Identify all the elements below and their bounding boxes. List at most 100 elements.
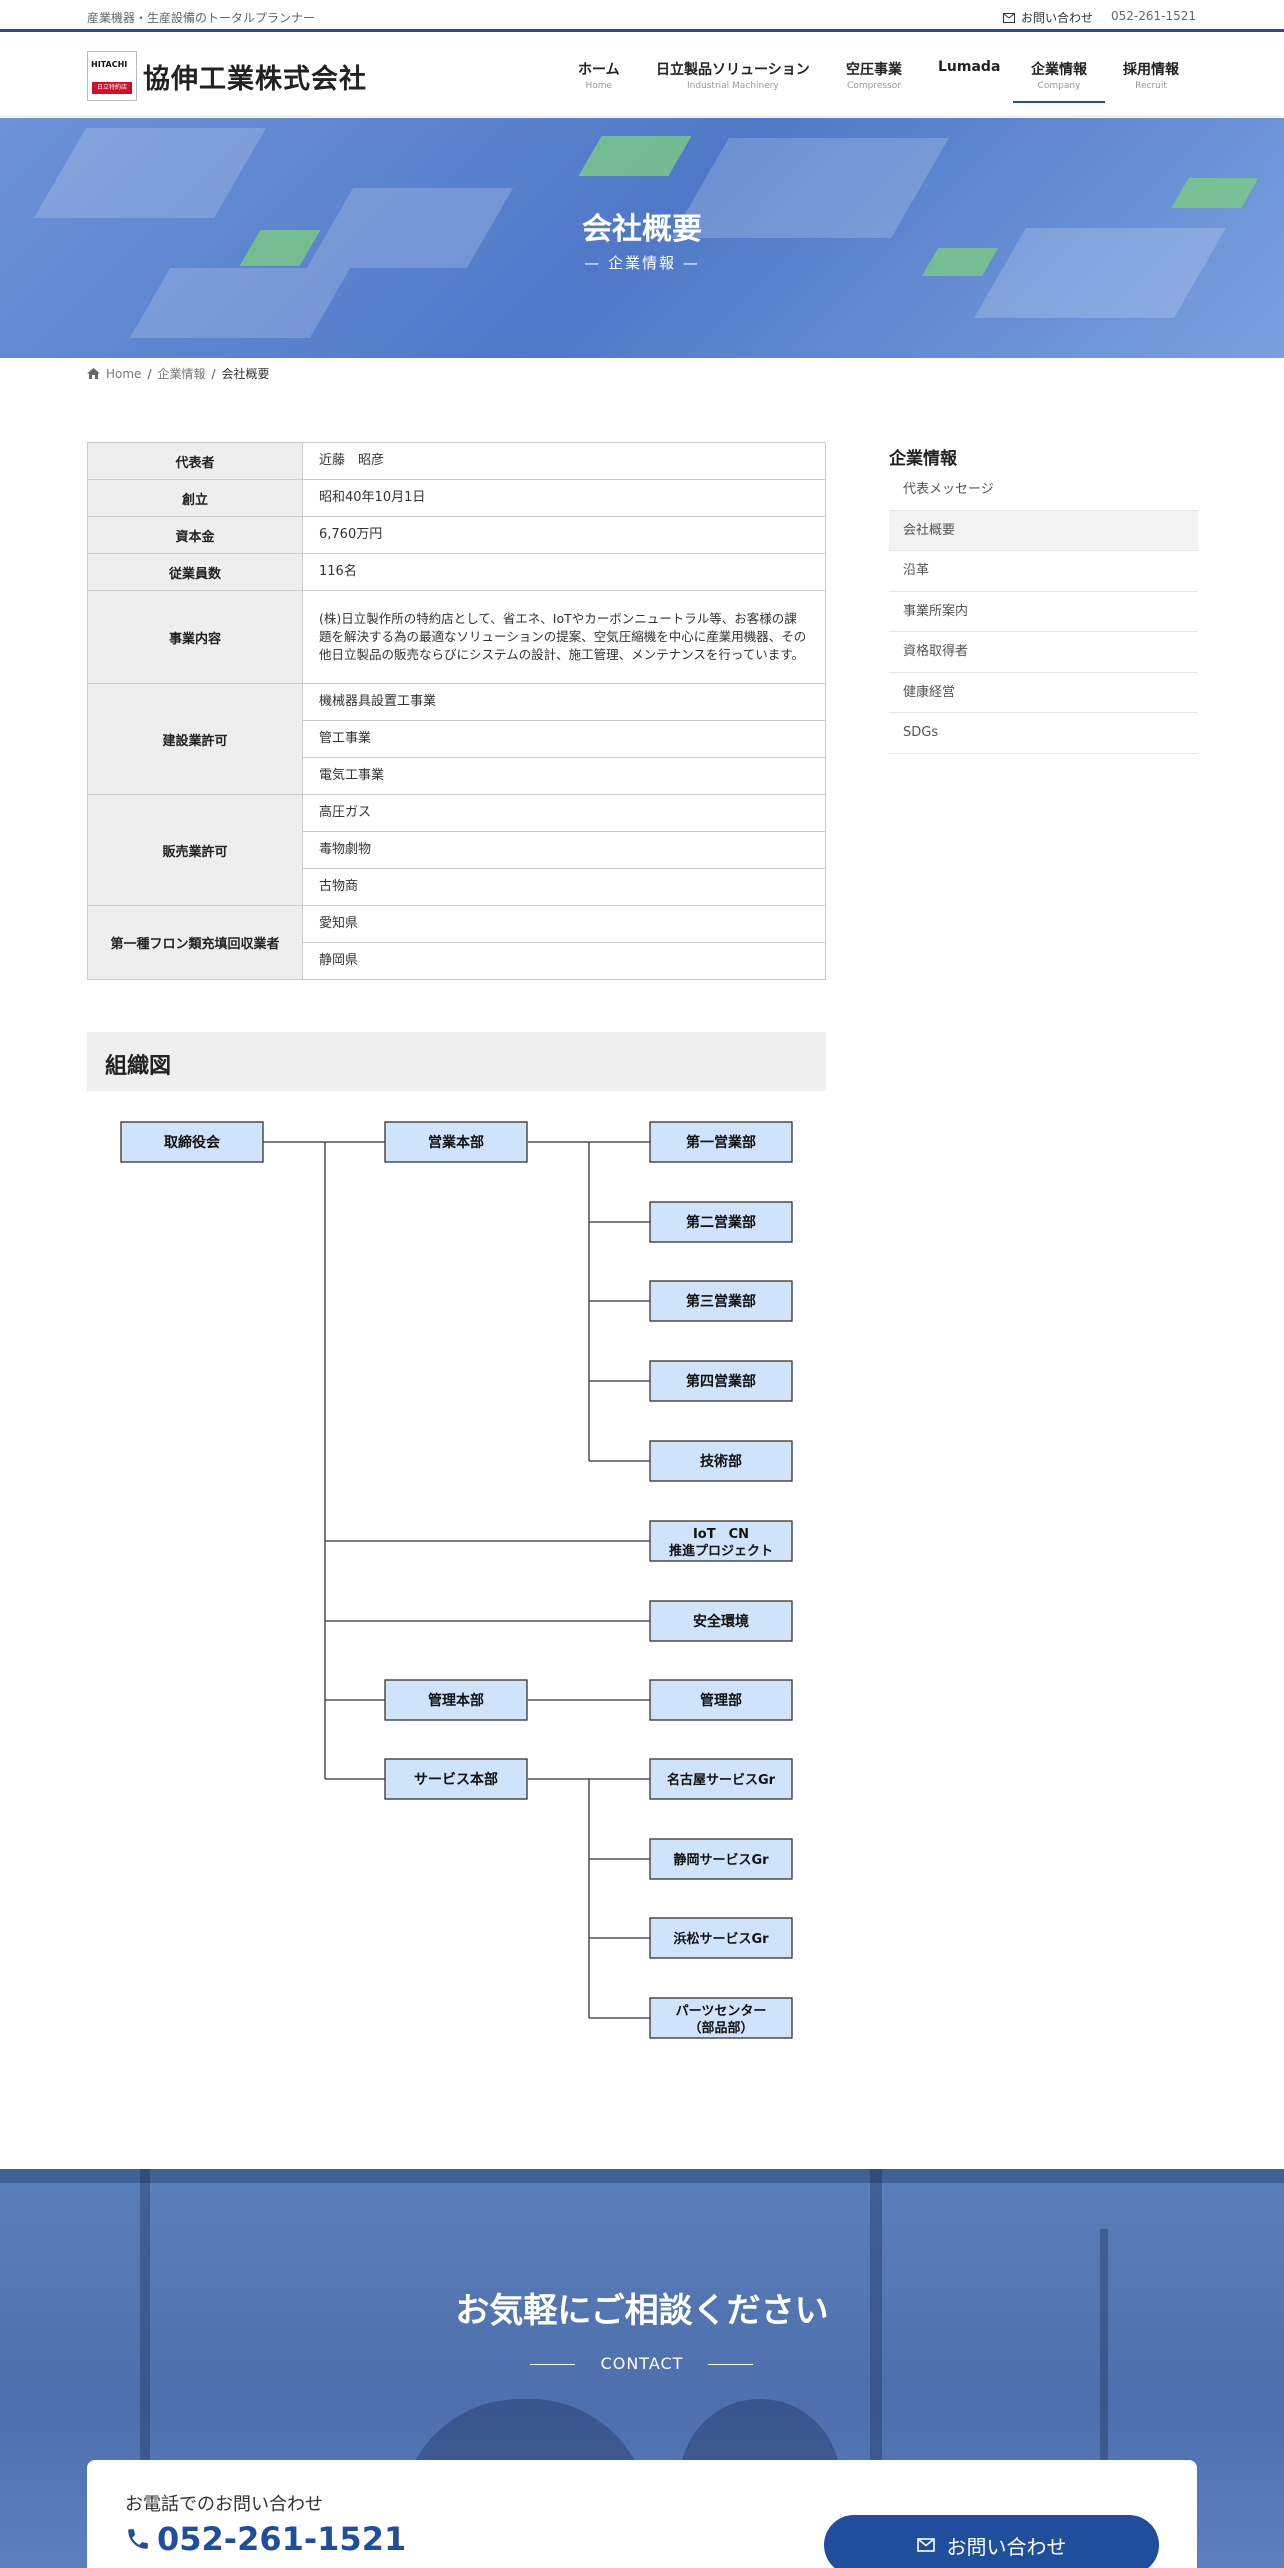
org-label-admin-dept: 管理部 <box>700 1692 742 1709</box>
org-label-iot-2: 推進プロジェクト <box>669 1543 773 1559</box>
org-box-parts <box>649 1997 793 2039</box>
nav-company-label: 企業情報 <box>1031 62 1087 78</box>
org-box-dept <box>649 1121 793 1163</box>
row-value: 6,760万円 <box>302 516 826 554</box>
nav-compressor-sub: Compressor <box>847 81 901 91</box>
org-label-service-hq: サービス本部 <box>414 1771 498 1788</box>
row-label: 第一種フロン類充填回収業者 <box>87 905 303 980</box>
breadcrumb-separator: / <box>147 366 152 381</box>
row-value: (株)日立製作所の特約店として、省エネ、IoTやカーボンニュートラル等、お客様の… <box>302 590 826 684</box>
org-connectors <box>263 1141 650 2019</box>
nav-home[interactable]: ホーム Home <box>578 59 620 91</box>
company-name: 協伸工業株式会社 <box>143 63 367 95</box>
org-box-service-hq <box>384 1758 528 1800</box>
org-label-service-dept: 名古屋サービスGr <box>667 1772 776 1788</box>
org-box-admin-dept <box>649 1679 793 1721</box>
row-label: 従業員数 <box>87 553 303 591</box>
contact-button[interactable]: お問い合わせ <box>824 2515 1159 2568</box>
nav-home-sub: Home <box>585 81 613 91</box>
org-box-sales-hq <box>384 1121 528 1163</box>
org-label-dept: 第一営業部 <box>686 1134 756 1151</box>
logo-badge: 日立特約店 <box>92 82 132 94</box>
row-value: 管工事業 <box>302 720 826 758</box>
top-contact-label: お問い合わせ <box>1021 11 1094 25</box>
sidebar-item-overview[interactable]: 会社概要 <box>889 510 1198 551</box>
row-value: 毒物劇物 <box>302 831 826 869</box>
org-chart-heading-bar: 組織図 <box>87 1032 826 1091</box>
contact-card: お電話でのお問い合わせ 052-261-1521 お問い合わせ <box>87 2460 1197 2568</box>
breadcrumb: Home / 企業情報 / 会社概要 <box>87 365 270 382</box>
table-row: 事業内容 (株)日立製作所の特約店として、省エネ、IoTやカーボンニュートラル等… <box>87 590 826 684</box>
org-label-service-dept: 静岡サービスGr <box>673 1852 769 1868</box>
sidebar-item-qualifications[interactable]: 資格取得者 <box>889 632 1198 673</box>
nav-compressor[interactable]: 空圧事業 Compressor <box>846 59 902 91</box>
sidebar-heading: 企業情報 <box>889 449 957 469</box>
org-box-safety <box>649 1600 793 1642</box>
row-value: 静岡県 <box>302 942 826 980</box>
org-label-sales-hq: 営業本部 <box>428 1134 484 1151</box>
page-subtitle-text: 企業情報 <box>607 254 676 272</box>
nav-lumada-label: Lumada <box>938 59 1001 75</box>
row-value: 近藤 昭彦 <box>302 442 826 480</box>
row-label: 販売業許可 <box>87 794 303 906</box>
row-value: 高圧ガス <box>302 794 826 832</box>
row-label: 事業内容 <box>87 590 303 684</box>
table-row: 販売業許可 高圧ガス <box>87 794 826 906</box>
table-row: 創立 昭和40年10月1日 <box>87 479 826 517</box>
mail-icon <box>1003 12 1015 23</box>
org-box-dept <box>649 1440 793 1482</box>
nav-recruit[interactable]: 採用情報 Recruit <box>1123 59 1179 91</box>
contact-title: お気軽にご相談ください <box>455 2291 829 2331</box>
row-value: 116名 <box>302 553 826 591</box>
phone-icon <box>128 2529 148 2549</box>
table-row: 資本金 6,760万円 <box>87 516 826 554</box>
nav-hitachi-label: 日立製品ソリューション <box>656 62 810 78</box>
breadcrumb-parent[interactable]: 企業情報 <box>157 367 206 381</box>
nav-hitachi-sub: Industrial Machinery <box>686 81 779 91</box>
sidebar-item-offices[interactable]: 事業所案内 <box>889 592 1198 632</box>
top-bar: 産業機器・生産設備のトータルプランナー お問い合わせ 052-261-1521 <box>0 0 1284 32</box>
sidebar-item-history[interactable]: 沿革 <box>889 551 1198 592</box>
hero-green-roof <box>578 136 692 176</box>
nav-lumada[interactable]: Lumada <box>938 59 1000 75</box>
contact-phone: 052-261-1521 <box>157 2520 407 2558</box>
company-overview-table: 代表者 近藤 昭彦 創立 昭和40年10月1日 資本金 6,760万円 従業員数… <box>87 442 826 980</box>
top-contact-link[interactable]: お問い合わせ <box>1003 9 1093 26</box>
page-subtitle: — 企業情報 — <box>584 254 700 272</box>
org-chart: 取締役会 営業本部 第一営業部 第二営業部 第三営業部 第四営業部 技術部 Io… <box>120 1121 793 2039</box>
nav-company-sub: Company <box>1037 81 1081 91</box>
org-label-dept: 第二営業部 <box>686 1214 756 1231</box>
sidebar-item-health[interactable]: 健康経営 <box>889 673 1198 713</box>
site-logo[interactable]: HITACHI 日立特約店 協伸工業株式会社 <box>87 51 367 101</box>
contact-button-label: お問い合わせ <box>946 2534 1067 2559</box>
site-header: HITACHI 日立特約店 協伸工業株式会社 ホーム Home 日立製品ソリュー… <box>0 35 1284 117</box>
org-box-admin-hq <box>384 1679 528 1721</box>
table-row: 管工事業 <box>88 720 826 758</box>
row-value: 機械器具設置工事業 <box>302 683 826 721</box>
contact-phone-link[interactable]: 052-261-1521 <box>125 2520 406 2558</box>
org-label-parts-2: （部品部） <box>688 2020 753 2036</box>
org-box-service-dept <box>649 1838 793 1880</box>
nav-company[interactable]: 企業情報 Company <box>1013 59 1105 103</box>
factory-column <box>1100 2229 1108 2568</box>
phone-label: お電話でのお問い合わせ <box>125 2494 323 2515</box>
org-labels: 取締役会 営業本部 第一営業部 第二営業部 第三営業部 第四営業部 技術部 Io… <box>164 1134 776 2036</box>
org-box-iot <box>649 1520 793 1562</box>
sidebar-item-sdgs[interactable]: SDGs <box>889 713 1198 754</box>
org-label-safety: 安全環境 <box>693 1613 749 1630</box>
top-phone[interactable]: 052-261-1521 <box>1111 9 1197 23</box>
nav-hitachi-solutions[interactable]: 日立製品ソリューション Industrial Machinery <box>656 59 810 91</box>
table-row: 建設業許可 機械器具設置工事業 <box>87 683 826 795</box>
sidebar-item-message[interactable]: 代表メッセージ <box>889 470 1198 511</box>
org-chart-heading: 組織図 <box>105 1054 172 1079</box>
org-label-dept: 技術部 <box>700 1453 742 1470</box>
org-label-admin-hq: 管理本部 <box>428 1692 484 1709</box>
breadcrumb-home[interactable]: Home <box>106 366 142 381</box>
page-title: 会社概要 <box>582 212 702 247</box>
row-value: 古物商 <box>302 868 826 906</box>
row-value: 昭和40年10月1日 <box>302 479 826 517</box>
org-box-service-dept <box>649 1917 793 1959</box>
table-row: 静岡県 <box>88 942 826 980</box>
logo-brand: HITACHI <box>91 60 128 69</box>
org-boxes <box>120 1121 793 2039</box>
